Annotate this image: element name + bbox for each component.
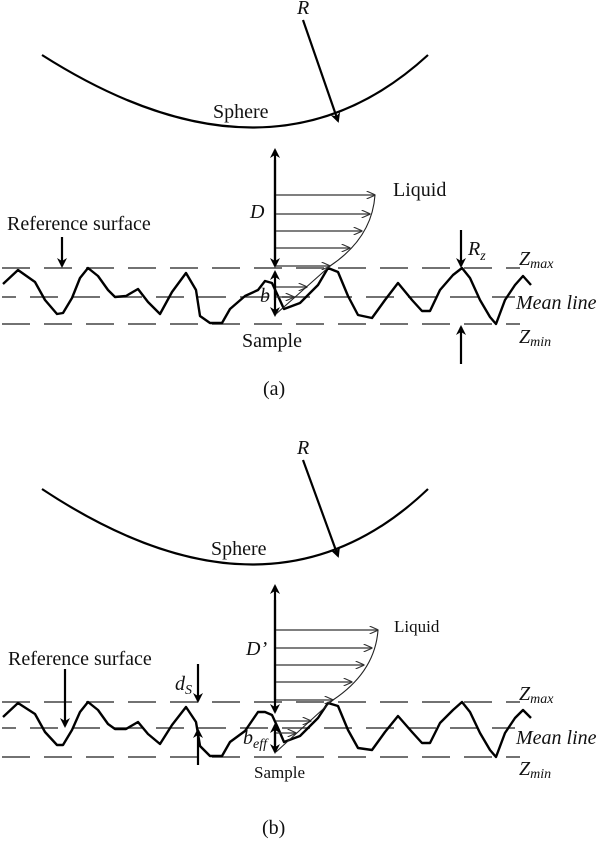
- reference-surface-label: Reference surface: [7, 213, 151, 235]
- panel-a: R Sphere D b Liquid Reference sur: [2, 0, 597, 400]
- sphere-label: Sphere: [211, 538, 267, 560]
- radius-label: R: [296, 437, 309, 459]
- mean-line-label: Mean line: [515, 292, 597, 314]
- sample-label: Sample: [254, 763, 305, 782]
- slip-label: b: [260, 285, 270, 307]
- sphere-arc: [41, 488, 429, 566]
- gap-label: D: [249, 201, 265, 223]
- radius-label: R: [296, 0, 309, 19]
- radius-arrow: [301, 19, 341, 123]
- rough-surface-profile: [2, 266, 532, 326]
- velocity-profile-curve: [275, 194, 376, 315]
- sphere-label: Sphere: [213, 101, 269, 123]
- rough-surface-profile: [2, 700, 532, 759]
- panel-caption-b: (b): [262, 817, 285, 839]
- gap-label: D’: [245, 638, 267, 660]
- reference-surface-label: Reference surface: [8, 648, 152, 670]
- rz-label: Rz: [467, 238, 486, 264]
- liquid-label: Liquid: [393, 179, 446, 201]
- panel-caption-a: (a): [263, 378, 285, 400]
- slip-label: beff: [243, 727, 269, 752]
- zmin-label: Zmin: [519, 326, 551, 350]
- sample-label: Sample: [242, 330, 302, 352]
- radius-arrow: [301, 459, 340, 558]
- panel-b: R Sphere D’ beff Liquid Reference surfac…: [2, 437, 597, 839]
- mean-line-label: Mean line: [515, 727, 597, 749]
- offset-label: dS: [175, 673, 192, 698]
- liquid-label: Liquid: [394, 617, 440, 636]
- sphere-arc: [41, 54, 429, 129]
- velocity-profile-curve: [275, 629, 379, 753]
- velocity-profile-b: [275, 629, 379, 753]
- zmin-label: Zmin: [519, 758, 551, 782]
- zmax-label: Zmax: [519, 683, 554, 707]
- zmax-label: Zmax: [519, 248, 554, 272]
- velocity-profile-a: [275, 194, 376, 315]
